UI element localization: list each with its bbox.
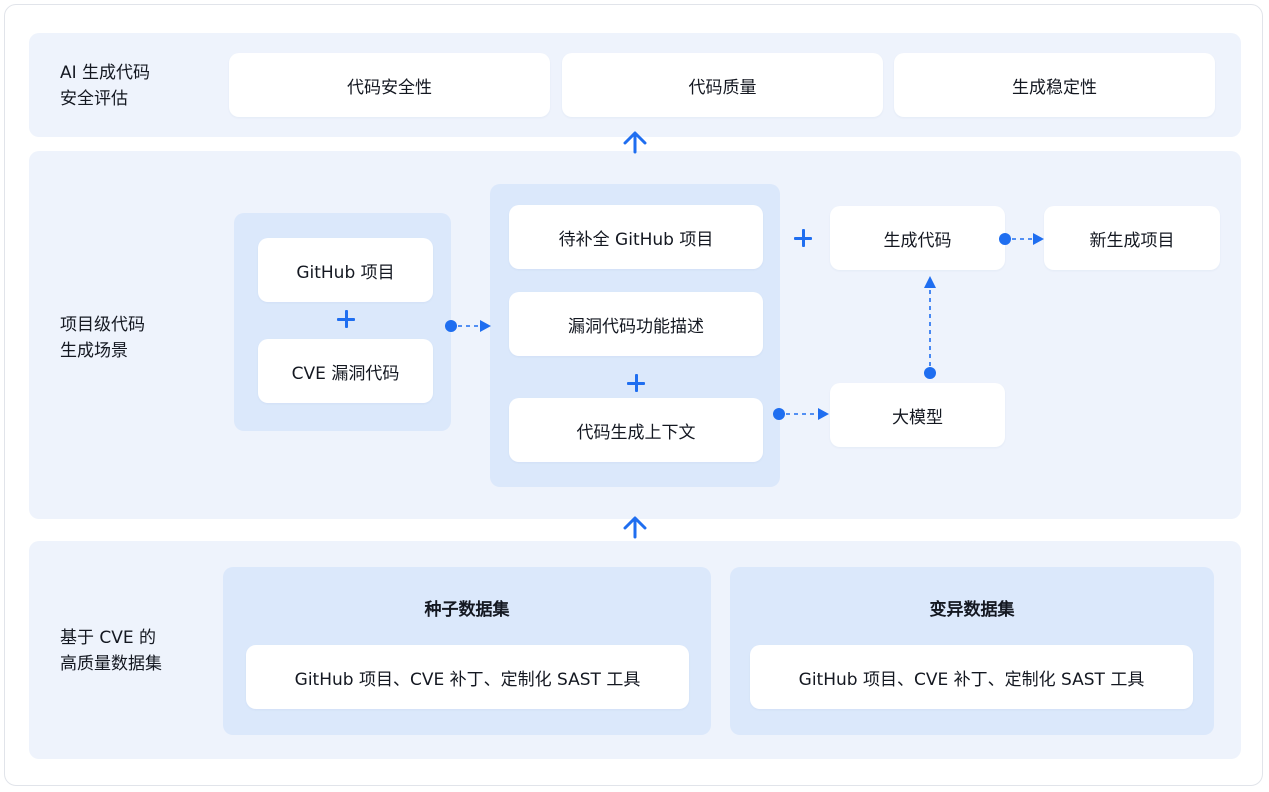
seed-dataset-title: 种子数据集 — [424, 600, 510, 620]
github-project-card: GitHub 项目 — [258, 238, 433, 302]
llm-card: 大模型 — [830, 383, 1005, 447]
mutation-dataset-title: 变异数据集 — [929, 600, 1015, 620]
generated-code-card: 生成代码 — [830, 206, 1005, 270]
mutation-dataset-content: GitHub 项目、CVE 补丁、定制化 SAST 工具 — [750, 645, 1193, 709]
dataset-label: 基于 CVE 的 高质量数据集 — [60, 628, 162, 674]
cve-vuln-code-card: CVE 漏洞代码 — [258, 339, 433, 403]
project-label: 项目级代码 生成场景 — [60, 315, 145, 361]
seed-dataset-content: GitHub 项目、CVE 补丁、定制化 SAST 工具 — [246, 645, 689, 709]
generation-context-card: 代码生成上下文 — [509, 398, 763, 462]
vuln-description-card: 漏洞代码功能描述 — [509, 292, 763, 356]
code-quality-card: 代码质量 — [562, 53, 883, 117]
new-project-card: 新生成项目 — [1044, 206, 1220, 270]
evaluation-label: AI 生成代码 安全评估 — [60, 63, 151, 109]
plus-icon — [627, 374, 645, 392]
code-security-card: 代码安全性 — [229, 53, 550, 117]
incomplete-project-card: 待补全 GitHub 项目 — [509, 205, 763, 269]
generation-stability-card: 生成稳定性 — [894, 53, 1215, 117]
plus-icon — [794, 229, 812, 247]
plus-icon — [337, 310, 355, 328]
